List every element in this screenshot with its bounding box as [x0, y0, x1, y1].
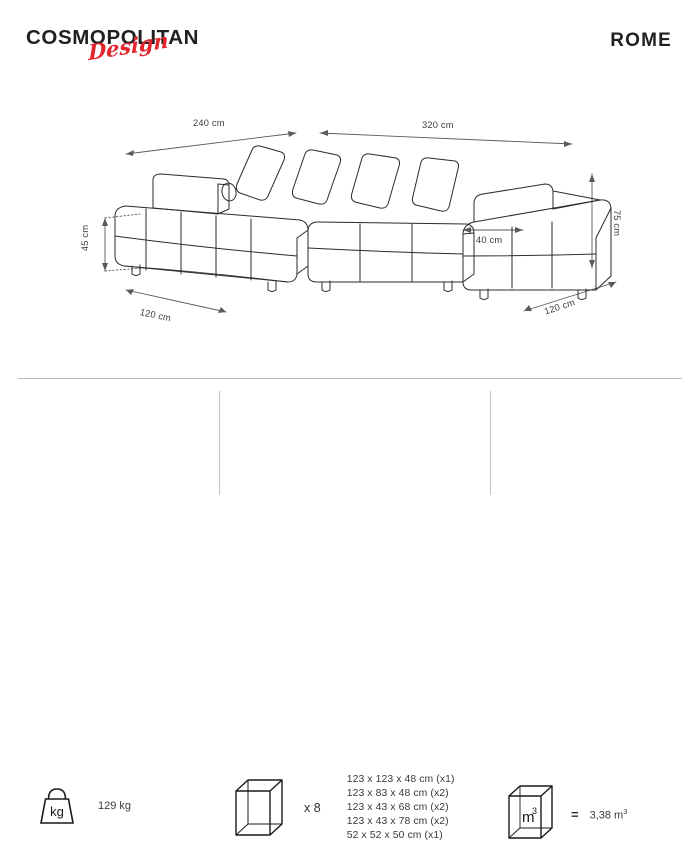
dimension-label-45: 45 cm: [80, 224, 91, 252]
box-dimension-list: 123 x 123 x 48 cm (x1) 123 x 83 x 48 cm …: [347, 774, 455, 841]
volume-value-text: 3,38 m: [589, 809, 624, 822]
chaise-back-block: [152, 173, 237, 215]
equals-sign: =: [571, 806, 579, 822]
dimension-lines: [102, 130, 617, 313]
dimension-label-75: 75 cm: [612, 209, 623, 237]
volume-value-exponent: 3: [623, 806, 628, 816]
backrest-cushions: [235, 145, 460, 212]
weight-icon: kg: [40, 788, 74, 824]
spec-sheet-page: COSMOPOLITAN Design ROME: [0, 26, 700, 841]
box-icon: [235, 778, 283, 836]
sofa-technical-drawing: 240 cm 320 cm 45 cm 75 cm 40 cm 120 cm 1…: [0, 96, 700, 358]
sofa-chaise-section: [114, 205, 309, 292]
weight-spec: kg 129 kg: [34, 783, 131, 829]
box-dimension-item: 52 x 52 x 50 cm (x1): [346, 830, 443, 841]
sofa-seat-section: [307, 221, 475, 292]
sofa-drawing-svg: [102, 130, 617, 313]
packaging-spec: x 8 123 x 123 x 48 cm (x1) 123 x 83 x 48…: [232, 774, 455, 841]
weight-value: 129 kg: [98, 800, 132, 812]
sofa-armrest-module: [462, 183, 612, 300]
box-dimension-item: 123 x 43 x 68 cm (x2): [346, 802, 449, 813]
dimension-label-40: 40 cm: [476, 235, 503, 245]
panel-divider-horizontal: [18, 378, 682, 379]
page-title: ROME: [610, 30, 672, 51]
panel-divider-vertical-right: [490, 391, 491, 495]
box-count: x 8: [304, 800, 321, 815]
box-dimension-item: 123 x 43 x 78 cm (x2): [346, 816, 449, 827]
panel-divider-vertical-left: [219, 391, 220, 495]
volume-spec: m 3 = 3,38 m3: [505, 782, 627, 846]
box-dimension-item: 123 x 123 x 48 cm (x1): [346, 774, 455, 785]
volume-icon-exponent: 3: [532, 806, 537, 816]
weight-icon-label: kg: [50, 804, 64, 819]
brand-logo: COSMOPOLITAN Design: [26, 26, 326, 74]
volume-value: 3,38 m3: [590, 807, 628, 822]
dimension-label-320: 320 cm: [422, 120, 454, 130]
dimension-label-240: 240 cm: [193, 118, 225, 128]
brand-name: COSMOPOLITAN: [26, 26, 200, 49]
volume-cube-icon: m 3: [508, 785, 553, 839]
specs-panel: kg 129 kg x 8 123 x 123 x 48 cm (x1) 123…: [0, 378, 700, 841]
box-dimension-item: 123 x 83 x 48 cm (x2): [346, 788, 449, 799]
